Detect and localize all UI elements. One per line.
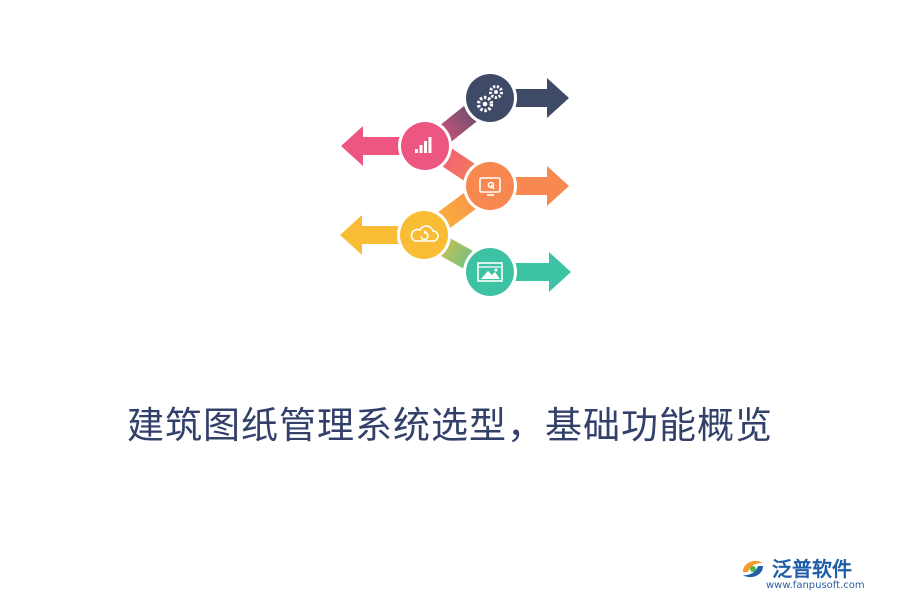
step-node-3 — [463, 159, 517, 213]
brand-logo-icon — [743, 560, 763, 578]
step-node-1 — [463, 71, 517, 125]
image-gallery-icon — [477, 262, 503, 282]
page-title: 建筑图纸管理系统选型，基础功能概览 — [127, 404, 773, 447]
step-node-5 — [463, 245, 517, 299]
arrow-right-navy — [505, 78, 569, 118]
screen-touch-icon — [479, 177, 501, 196]
arrow-right-teal — [505, 252, 571, 292]
brand-name: 泛普软件 — [772, 557, 852, 581]
arrow-left-yellow — [340, 215, 410, 255]
step-node-2 — [398, 119, 452, 173]
brand-url[interactable]: www.fanpusoft.com — [766, 580, 865, 591]
brand-watermark[interactable]: 泛普软件 www.fanpusoft.com — [736, 552, 886, 596]
step-node-4 — [397, 208, 451, 262]
arrow-left-pink — [341, 126, 415, 166]
cloud-sync-icon — [410, 225, 439, 242]
gears-icon — [476, 85, 503, 113]
bar-chart-icon — [415, 137, 432, 153]
arrow-right-orange — [505, 166, 569, 206]
